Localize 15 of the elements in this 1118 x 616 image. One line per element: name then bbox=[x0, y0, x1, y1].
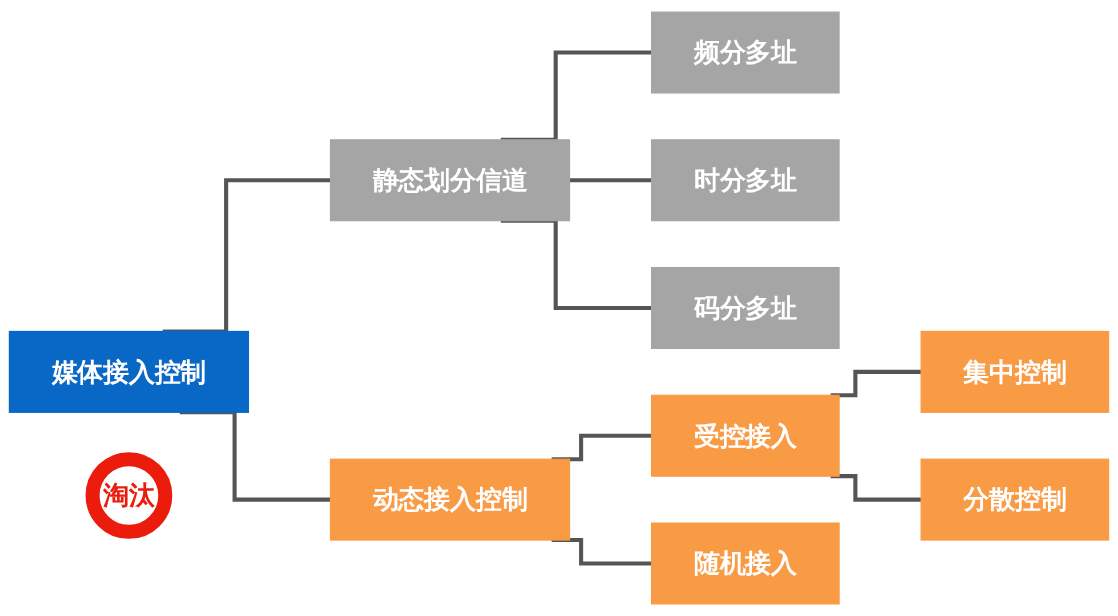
node-box: 码分多址 bbox=[651, 267, 840, 349]
node-box: 媒体接入控制 bbox=[8, 330, 250, 413]
node-circle: 淘汰 bbox=[85, 452, 173, 539]
connector bbox=[569, 178, 652, 183]
node-box: 频分多址 bbox=[651, 11, 840, 94]
node-box: 受控接入 bbox=[651, 394, 840, 477]
connector bbox=[830, 369, 922, 398]
node-box: 分散控制 bbox=[920, 458, 1110, 541]
node-box: 静态划分信道 bbox=[329, 139, 571, 222]
connector bbox=[830, 474, 922, 502]
node-box: 集中控制 bbox=[920, 330, 1110, 413]
node-box: 时分多址 bbox=[651, 139, 840, 222]
connector bbox=[551, 433, 652, 462]
node-box: 随机接入 bbox=[651, 522, 840, 605]
node-box: 动态接入控制 bbox=[329, 458, 571, 541]
